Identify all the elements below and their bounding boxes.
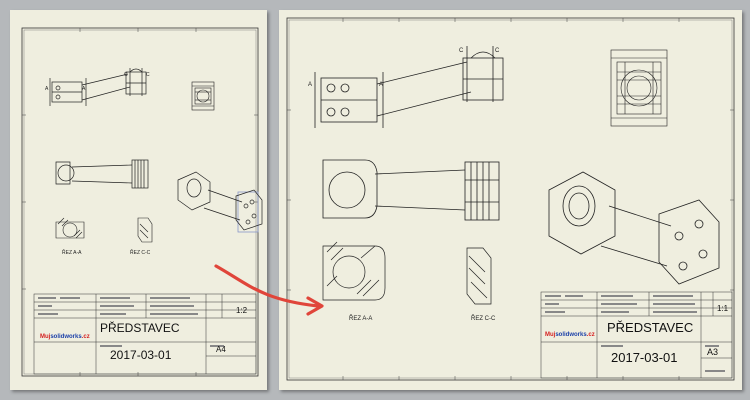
side-view-a3 [610, 49, 668, 127]
section-label-c-right-a3: C [495, 48, 500, 54]
scale-a4: 1:2 [236, 306, 248, 315]
drawing-sheet-a3[interactable]: A A C C [279, 10, 742, 390]
logo-a4: Mujsolidworks.cz [40, 334, 90, 340]
scale-a3: 1:1 [717, 304, 729, 313]
title-a4: PŘEDSTAVEC [100, 321, 180, 335]
section-c-label-a3: ŘEZ C-C [471, 314, 496, 322]
section-label-c-right: C [146, 72, 150, 78]
isometric-view-a3 [548, 171, 720, 285]
section-label-a-left-a3: A [308, 82, 312, 88]
logo-a3-suffix: .cz [586, 332, 595, 338]
sheet-a3-graphics: A A C C [286, 17, 735, 381]
format-a3: A3 [707, 347, 719, 357]
section-label-a-right-a3: A [379, 82, 383, 88]
section-label-a-right: A [82, 86, 86, 92]
side-view [191, 81, 215, 111]
section-c-c [137, 217, 153, 243]
logo-a4-main: solidworks [50, 334, 82, 340]
section-c-label: ŘEZ C-C [130, 248, 151, 256]
section-label-c-left: C [124, 72, 128, 78]
logo-a4-suffix: .cz [81, 334, 90, 340]
drawing-sheet-a4[interactable]: A A C C [10, 10, 267, 390]
logo-a3-main: solidworks [555, 332, 587, 338]
section-a-label-a3: ŘEZ A-A [349, 314, 372, 322]
section-c-c-a3 [466, 247, 492, 305]
front-view [55, 159, 149, 189]
section-label-a-left: A [45, 86, 49, 92]
date-a3: 2017-03-01 [611, 350, 678, 365]
logo-a3-prefix: Muj [545, 332, 556, 338]
section-a-label: ŘEZ A-A [62, 248, 82, 256]
title-a3: PŘEDSTAVEC [607, 320, 694, 335]
logo-a3: Mujsolidworks.cz [545, 332, 595, 338]
top-view [49, 68, 147, 106]
sheet-a4-graphics: A A C C [21, 27, 263, 377]
section-a-a [55, 217, 85, 239]
title-block-a3 [540, 291, 733, 379]
section-label-c-left-a3: C [459, 48, 464, 54]
section-a-a-a3 [322, 241, 386, 301]
logo-a4-prefix: Muj [40, 334, 51, 340]
top-view-a3 [314, 46, 504, 128]
date-a4: 2017-03-01 [110, 348, 172, 362]
front-view-a3 [322, 159, 500, 221]
isometric-view [177, 171, 263, 231]
format-a4: A4 [216, 345, 226, 354]
